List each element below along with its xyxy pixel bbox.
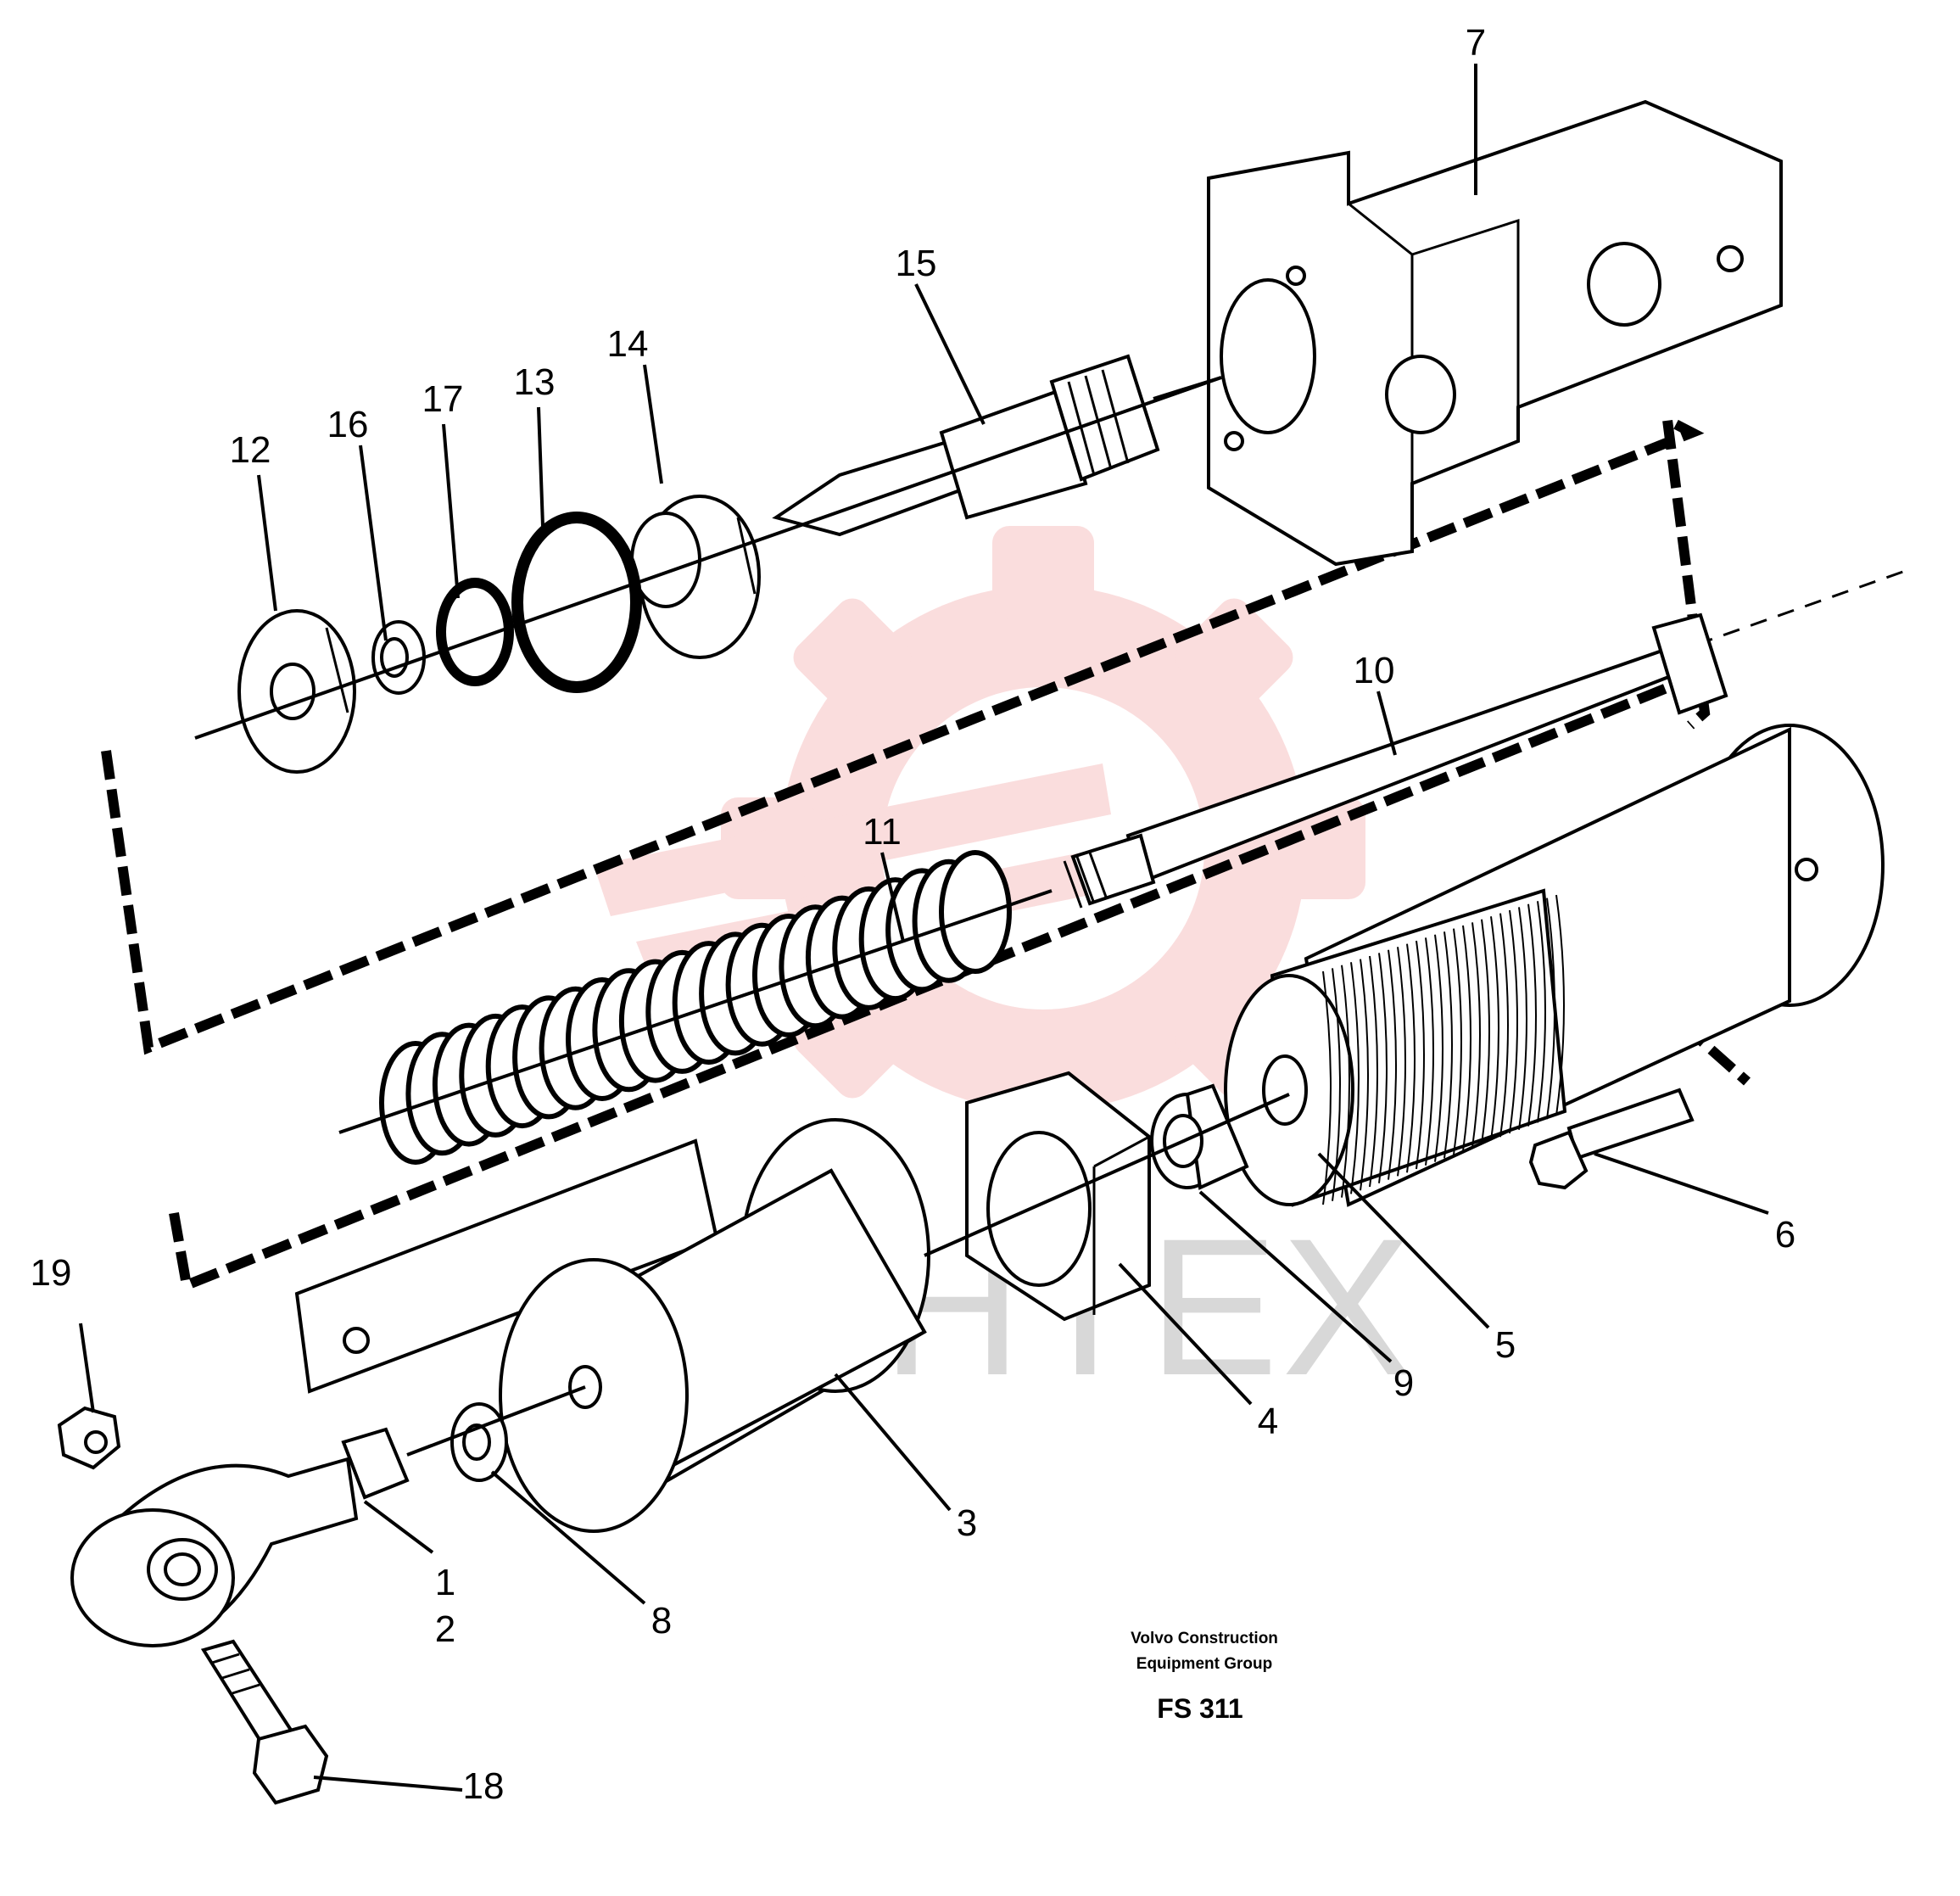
plunger (772, 354, 1222, 537)
sleeve-thread (1350, 962, 1360, 1194)
bushing (1150, 1083, 1249, 1190)
callout-12: 12 (230, 429, 271, 471)
sleeve-thread (1397, 947, 1406, 1177)
end-cap (237, 609, 356, 774)
caption-company-line1: Volvo Construction (1131, 1630, 1278, 1647)
cylinder-body (294, 1118, 930, 1533)
callout-10: 10 (1354, 650, 1395, 691)
callout-14: 14 (607, 323, 649, 365)
sleeve-thread (1369, 955, 1378, 1188)
sleeve-thread (1527, 903, 1537, 1127)
rod-end-eye (70, 1427, 410, 1647)
callout-2: 2 (435, 1608, 455, 1650)
callout-6: 6 (1775, 1214, 1795, 1256)
sleeve-thread (1462, 925, 1471, 1152)
small-o-ring (436, 578, 514, 686)
top-assembly-axis (194, 376, 1222, 740)
sleeve-thread (1341, 965, 1350, 1198)
diagram-caption: Volvo Construction Equipment Group FS 31… (1131, 1630, 1278, 1724)
flat-washer (450, 1402, 508, 1482)
sleeve-thread (1490, 916, 1499, 1141)
sleeve-thread (1443, 931, 1453, 1159)
sleeve-thread (1471, 922, 1481, 1148)
sleeve-thread (1481, 919, 1490, 1144)
hex-bolt-short (1528, 1088, 1695, 1190)
callout-17: 17 (422, 378, 464, 420)
callout-9: 9 (1393, 1362, 1414, 1404)
callout-3: 3 (957, 1502, 977, 1544)
sleeve-thread (1546, 898, 1555, 1120)
sleeve-thread (1406, 943, 1416, 1173)
spring-axis (338, 889, 1053, 1134)
sleeve-thread (1322, 970, 1332, 1205)
lock-nut (57, 1406, 121, 1470)
callout-11: 11 (863, 811, 902, 853)
sleeve-thread (1509, 909, 1518, 1134)
callout-leaders (79, 64, 1769, 1792)
piston-rod (1063, 612, 1728, 909)
washer-axis (406, 1385, 586, 1457)
sleeve-thread (1388, 949, 1397, 1180)
sleeve-thread (1425, 937, 1434, 1166)
callout-5: 5 (1495, 1324, 1516, 1366)
callout-7: 7 (1466, 22, 1486, 64)
large-o-ring (511, 512, 642, 693)
sleeve-thread (1434, 934, 1443, 1162)
callout-labels: 1 2 3 4 5 6 7 8 9 10 11 12 13 14 15 16 1… (31, 22, 1796, 1807)
sleeve-thread (1499, 913, 1509, 1138)
sleeve-thread (1416, 940, 1425, 1170)
callout-15: 15 (896, 243, 937, 284)
compression-spring (379, 850, 1012, 1165)
caption-company-line2: Equipment Group (1136, 1655, 1272, 1673)
sleeve-thread (1518, 907, 1527, 1130)
sleeve-thread (1453, 928, 1462, 1155)
sleeve-thread (1555, 894, 1565, 1116)
callout-18: 18 (463, 1765, 505, 1807)
sleeve-thread (1360, 959, 1369, 1191)
callout-4: 4 (1258, 1401, 1278, 1442)
sleeve-thread (1537, 901, 1546, 1123)
caption-code: FS 311 (1157, 1693, 1242, 1724)
hex-bolt-long (200, 1639, 329, 1805)
spring-coil (939, 850, 1012, 974)
threaded-sleeve (1224, 724, 1885, 1207)
valve-housing (1207, 99, 1783, 567)
callout-16: 16 (327, 404, 369, 445)
callout-1: 1 (435, 1562, 455, 1603)
sleeve-thread (1378, 953, 1388, 1183)
callout-13: 13 (514, 361, 556, 403)
lower-assembly-axis (924, 1093, 1290, 1257)
small-washer (371, 620, 426, 695)
callout-8: 8 (651, 1600, 672, 1642)
callout-19: 19 (31, 1252, 72, 1294)
